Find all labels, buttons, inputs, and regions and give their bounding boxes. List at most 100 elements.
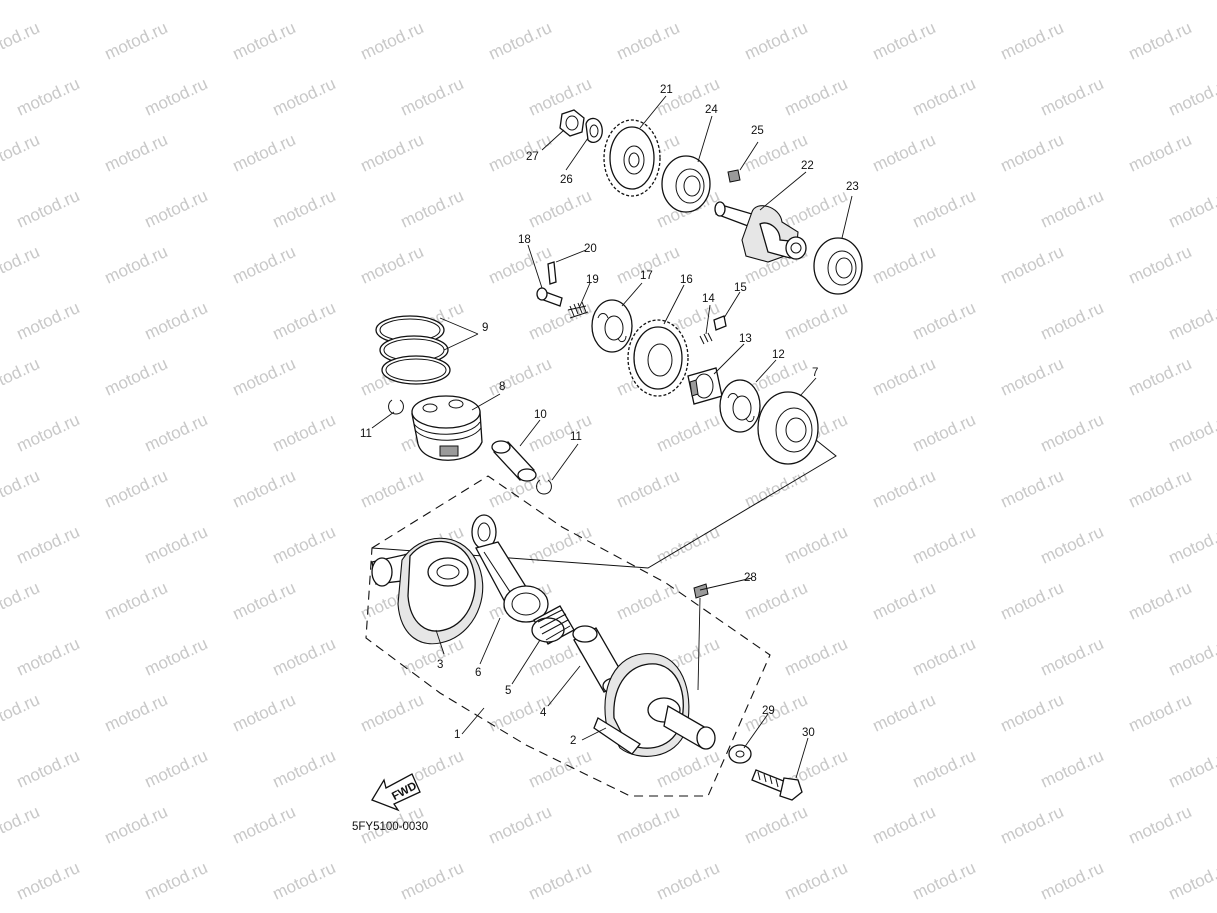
watermark-text: motod.ru [486, 130, 555, 176]
watermark-text: motod.ru [0, 690, 42, 736]
callout-29: 29 [762, 705, 775, 717]
watermark-text: motod.ru [102, 466, 171, 512]
watermark-text: motod.ru [1166, 74, 1217, 120]
callout-5: 5 [505, 685, 511, 697]
watermark-text: motod.ru [230, 578, 299, 624]
connecting-rod-part [471, 514, 549, 623]
watermark-text: motod.ru [1166, 858, 1217, 904]
watermark-text: motod.ru [14, 858, 83, 904]
watermark-text: motod.ru [614, 578, 683, 624]
watermark-text: motod.ru [14, 74, 83, 120]
watermark-text: motod.ru [230, 690, 299, 736]
watermark-text: motod.ru [870, 578, 939, 624]
watermark-text: motod.ru [1166, 410, 1217, 456]
callout-16: 16 [680, 274, 693, 286]
watermark-text: motod.ru [1166, 186, 1217, 232]
watermark-text: motod.ru [1166, 298, 1217, 344]
watermark-text: motod.ru [102, 130, 171, 176]
callout-1: 1 [454, 729, 460, 741]
watermark-text: motod.ru [14, 410, 83, 456]
callout-19: 19 [586, 274, 599, 286]
key-25-part [727, 169, 741, 183]
watermark-text: motod.ru [1126, 18, 1195, 64]
watermark-text: motod.ru [614, 466, 683, 512]
watermark-text: motod.ru [870, 466, 939, 512]
watermark-text: motod.ru [998, 578, 1067, 624]
diagram-code: 5FY5100-0030 [352, 821, 428, 833]
watermark-text: motod.ru [0, 802, 42, 848]
callout-13: 13 [739, 333, 752, 345]
watermark-text: motod.ru [270, 858, 339, 904]
watermark-text: motod.ru [270, 298, 339, 344]
watermark-text: motod.ru [102, 354, 171, 400]
crankshaft-assembly-outline [365, 439, 837, 797]
watermark-text: motod.ru [1126, 130, 1195, 176]
callout-21: 21 [660, 84, 673, 96]
balancer-driven-gear-part [603, 119, 661, 197]
watermark-text: motod.ru [0, 466, 42, 512]
watermark-text: motod.ru [910, 522, 979, 568]
watermark-text: motod.ru [910, 634, 979, 680]
watermark-text: motod.ru [1038, 74, 1107, 120]
watermark-text: motod.ru [102, 690, 171, 736]
bearing-24-part [661, 155, 711, 213]
watermark-text: motod.ru [486, 802, 555, 848]
watermark-text: motod.ru [998, 18, 1067, 64]
watermark-text: motod.ru [1126, 354, 1195, 400]
callout-14: 14 [702, 293, 715, 305]
watermark-text: motod.ru [782, 522, 851, 568]
gear-hub-part [687, 367, 723, 405]
watermark-text: motod.ru [614, 802, 683, 848]
watermark-text: motod.ru [654, 858, 723, 904]
watermark-text: motod.ru [782, 634, 851, 680]
balancer-shaft-part [714, 201, 807, 263]
watermark-text: motod.ru [270, 186, 339, 232]
watermark-text: motod.ru [14, 634, 83, 680]
watermark-text: motod.ru [782, 858, 851, 904]
watermark-text: motod.ru [998, 466, 1067, 512]
watermark-text: motod.ru [998, 130, 1067, 176]
bearing-23-part [813, 237, 863, 295]
piston-ring-set-part [375, 315, 451, 385]
watermark-text: motod.ru [398, 74, 467, 120]
watermark-text: motod.ru [358, 18, 427, 64]
watermark-text: motod.ru [486, 242, 555, 288]
watermark-text: motod.ru [230, 354, 299, 400]
callout-17: 17 [640, 270, 653, 282]
callout-4: 4 [540, 707, 547, 719]
bolt-part [751, 769, 803, 801]
watermark-text: motod.ru [870, 690, 939, 736]
crank-1-part [371, 537, 484, 645]
watermark-text: motod.ru [654, 410, 723, 456]
watermark-text: motod.ru [1126, 690, 1195, 736]
watermark-text: motod.ru [742, 18, 811, 64]
watermark-text: motod.ru [526, 858, 595, 904]
bearing-7-part [757, 391, 819, 465]
watermark-text: motod.ru [270, 634, 339, 680]
watermark-text: motod.ru [998, 690, 1067, 736]
watermark-text: motod.ru [910, 858, 979, 904]
watermark-text: motod.ru [870, 354, 939, 400]
watermark-text: motod.ru [742, 466, 811, 512]
watermark-text: motod.ru [14, 746, 83, 792]
callout-15: 15 [734, 282, 747, 294]
callout-11-right: 11 [570, 431, 582, 443]
watermark-text: motod.ru [142, 74, 211, 120]
watermark-text: motod.ru [0, 578, 42, 624]
watermark-text: motod.ru [230, 18, 299, 64]
callout-24: 24 [705, 104, 718, 116]
watermark-text: motod.ru [0, 354, 42, 400]
watermark-text: motod.ru [742, 578, 811, 624]
watermark-text: motod.ru [1038, 746, 1107, 792]
callout-3: 3 [437, 659, 443, 671]
watermark-text: motod.ru [142, 746, 211, 792]
watermark-text: motod.ru [102, 242, 171, 288]
watermark-text: motod.ru [142, 410, 211, 456]
watermark-text: motod.ru [14, 522, 83, 568]
watermark-text: motod.ru [910, 298, 979, 344]
watermark-text: motod.ru [0, 130, 42, 176]
watermark-text: motod.ru [486, 354, 555, 400]
watermark-text: motod.ru [358, 130, 427, 176]
watermark-text: motod.ru [230, 802, 299, 848]
